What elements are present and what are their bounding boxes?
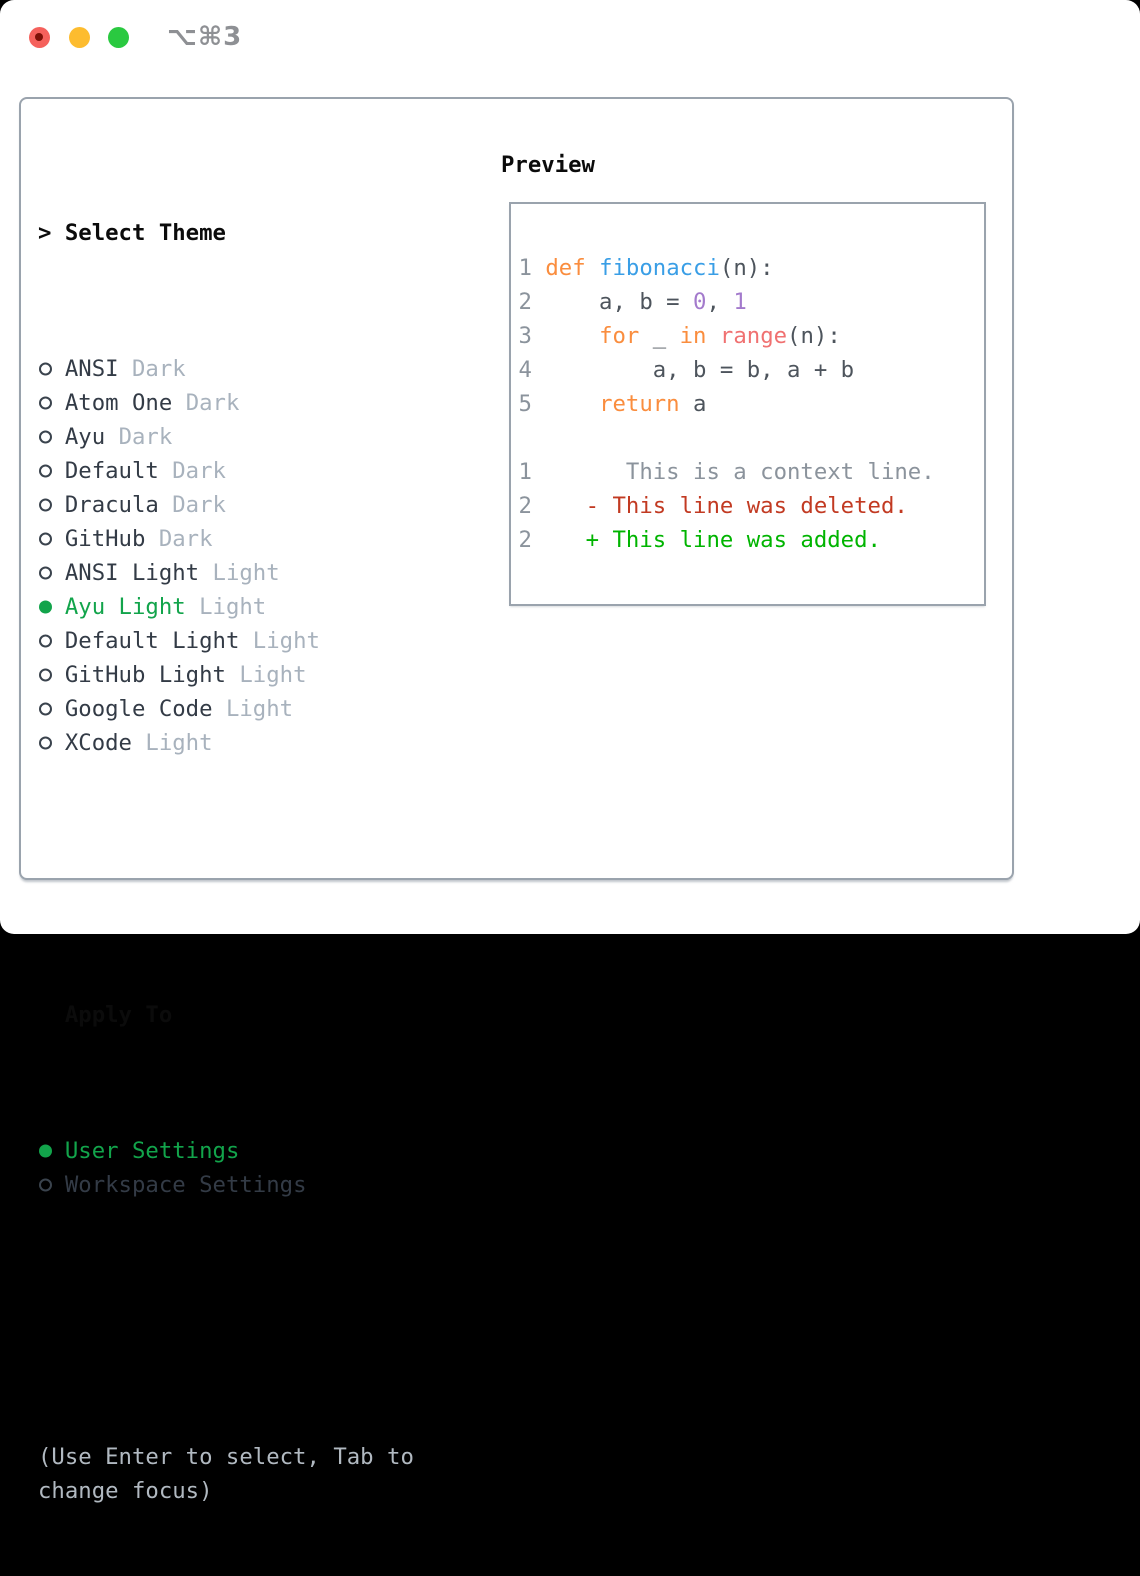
window-title: ⌥⌘3 xyxy=(167,22,242,52)
radio-unselected-icon xyxy=(38,386,65,420)
spacer xyxy=(38,1304,414,1338)
theme-name: Atom One xyxy=(65,390,172,416)
select-theme-header-label: Select Theme xyxy=(65,220,226,246)
radio-unselected-icon xyxy=(38,454,65,488)
theme-variant-tag: Dark xyxy=(172,390,239,416)
theme-variant-tag: Dark xyxy=(105,424,172,450)
radio-unselected-icon xyxy=(38,352,65,386)
theme-name: ANSI Light xyxy=(65,560,199,586)
code-line: 4 a, b = b, a + b xyxy=(519,353,935,387)
theme-name: Google Code xyxy=(65,696,213,722)
close-button[interactable] xyxy=(29,27,50,48)
theme-variant-tag: Light xyxy=(226,662,307,688)
radio-unselected-icon xyxy=(38,726,65,760)
theme-variant-tag: Dark xyxy=(159,458,226,484)
radio-unselected-icon xyxy=(38,420,65,454)
focus-caret-icon: > xyxy=(38,216,65,250)
theme-option-ansi-dark[interactable]: ANSI Dark xyxy=(38,352,414,386)
preview-header: Preview xyxy=(501,148,595,182)
theme-variant-tag: Light xyxy=(213,696,294,722)
theme-variant-tag: Dark xyxy=(145,526,212,552)
code-line: 5 return a xyxy=(519,387,935,421)
radio-selected-icon xyxy=(38,590,65,624)
code-line: 2 a, b = 0, 1 xyxy=(519,285,935,319)
theme-name: ANSI xyxy=(65,356,119,382)
radio-unselected-icon xyxy=(38,488,65,522)
radio-unselected-icon xyxy=(38,556,65,590)
theme-name: Dracula xyxy=(65,492,159,518)
theme-variant-tag: Dark xyxy=(119,356,186,382)
spacer xyxy=(38,862,414,896)
apply-to-header: Apply To xyxy=(38,998,414,1032)
radio-unselected-icon xyxy=(38,692,65,726)
code-line xyxy=(519,421,935,455)
code-line: 1 def fibonacci(n): xyxy=(519,251,935,285)
theme-option-default-light-light[interactable]: Default Light Light xyxy=(38,624,414,658)
theme-name: XCode xyxy=(65,730,132,756)
select-theme-header: >Select Theme xyxy=(38,216,414,250)
theme-name: Ayu Light xyxy=(65,594,186,620)
minimize-button[interactable] xyxy=(69,27,90,48)
apply-target-user-settings[interactable]: User Settings xyxy=(38,1134,414,1168)
theme-name: GitHub xyxy=(65,526,146,552)
theme-variant-tag: Dark xyxy=(159,492,226,518)
theme-option-ayu-light-light[interactable]: Ayu Light Light xyxy=(38,590,414,624)
code-line: 3 for _ in range(n): xyxy=(519,319,935,353)
apply-target-workspace-settings[interactable]: Workspace Settings xyxy=(38,1168,414,1202)
theme-option-github-dark[interactable]: GitHub Dark xyxy=(38,522,414,556)
theme-option-default-dark[interactable]: Default Dark xyxy=(38,454,414,488)
code-line: 1 This is a context line. xyxy=(519,455,935,489)
theme-variant-tag: Light xyxy=(186,594,267,620)
zoom-button[interactable] xyxy=(108,27,129,48)
theme-option-github-light-light[interactable]: GitHub Light Light xyxy=(38,658,414,692)
theme-option-xcode-light[interactable]: XCode Light xyxy=(38,726,414,760)
apply-target-label: User Settings xyxy=(65,1138,240,1164)
theme-option-ayu-dark[interactable]: Ayu Dark xyxy=(38,420,414,454)
theme-option-dracula-dark[interactable]: Dracula Dark xyxy=(38,488,414,522)
theme-option-atom-one-dark[interactable]: Atom One Dark xyxy=(38,386,414,420)
apply-target-label: Workspace Settings xyxy=(65,1172,307,1198)
help-line: (Use Enter to select, Tab to xyxy=(38,1440,414,1474)
theme-option-ansi-light-light[interactable]: ANSI Light Light xyxy=(38,556,414,590)
code-line: 2 + This line was added. xyxy=(519,523,935,557)
theme-variant-tag: Light xyxy=(132,730,213,756)
theme-name: Default xyxy=(65,458,159,484)
radio-selected-icon xyxy=(38,1134,65,1168)
theme-variant-tag: Light xyxy=(199,560,280,586)
theme-option-google-code-light[interactable]: Google Code Light xyxy=(38,692,414,726)
titlebar: ⌥⌘3 xyxy=(0,0,1140,70)
theme-name: Ayu xyxy=(65,424,105,450)
code-line: 2 - This line was deleted. xyxy=(519,489,935,523)
close-dot-icon xyxy=(35,33,43,41)
radio-unselected-icon xyxy=(38,522,65,556)
theme-name: GitHub Light xyxy=(65,662,226,688)
radio-unselected-icon xyxy=(38,624,65,658)
radio-unselected-icon xyxy=(38,658,65,692)
theme-name: Default Light xyxy=(65,628,240,654)
radio-unselected-icon xyxy=(38,1168,65,1202)
theme-variant-tag: Light xyxy=(239,628,320,654)
help-line: change focus) xyxy=(38,1474,414,1508)
